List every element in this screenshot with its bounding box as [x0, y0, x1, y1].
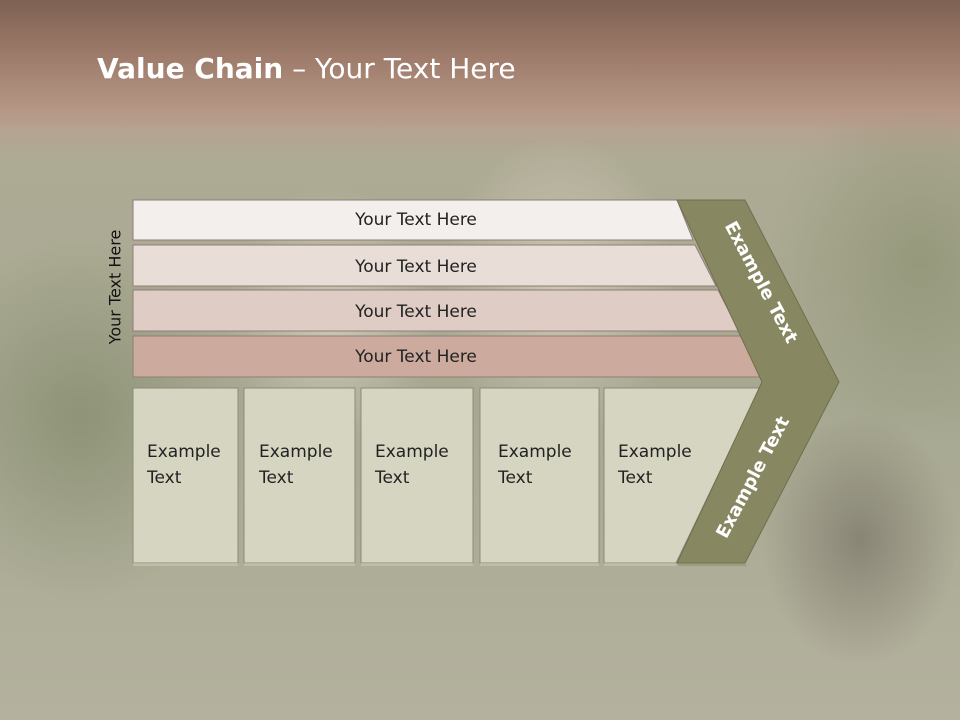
- box-5-line1: Example: [618, 442, 692, 462]
- box-1-line2: Text: [147, 468, 182, 488]
- box-2-line1: Example: [259, 442, 333, 462]
- box-1: [132, 387, 239, 564]
- bar-1: [132, 199, 694, 241]
- box-4: [479, 387, 600, 564]
- box-2: [243, 387, 356, 564]
- reflection-label-3: Text: [374, 643, 410, 663]
- reflection-label-4: Text: [497, 643, 533, 663]
- box-3: [360, 387, 474, 564]
- bar-1-label: Your Text Here: [354, 210, 477, 230]
- bar-group: Your Text Here Your Text Here Your Text …: [132, 199, 764, 378]
- reflection-label-2: Text: [258, 643, 294, 663]
- box-group: [132, 387, 761, 564]
- reflection-label-4b: Example: [498, 669, 572, 689]
- slide-title: Value Chain – Your Text Here: [97, 52, 516, 85]
- reflection-label-3b: Example: [375, 669, 449, 689]
- reflection-label-5b: Example: [618, 669, 692, 689]
- bar-2-label: Your Text Here: [354, 257, 477, 277]
- title-band: [0, 0, 960, 130]
- box-2-line2: Text: [259, 468, 294, 488]
- bar-4-label: Your Text Here: [354, 347, 477, 367]
- box-5-line2: Text: [618, 468, 653, 488]
- box-1-line1: Example: [147, 442, 221, 462]
- box-3-line1: Example: [375, 442, 449, 462]
- bar-3-label: Your Text Here: [354, 302, 477, 322]
- box-3-line2: Text: [375, 468, 410, 488]
- title-bold: Value Chain: [97, 52, 284, 85]
- title-rest: – Your Text Here: [283, 52, 516, 85]
- reflection-label-5: Text: [617, 643, 653, 663]
- reflection: Text Example Text Example Text Example T…: [133, 563, 827, 720]
- reflection-label-2b: Example: [259, 669, 333, 689]
- reflection-label-1: Text: [146, 643, 182, 663]
- bar-2: [132, 244, 717, 287]
- box-4-line1: Example: [498, 442, 572, 462]
- reflection-label-1b: Example: [147, 669, 221, 689]
- box-4-line2: Text: [498, 468, 533, 488]
